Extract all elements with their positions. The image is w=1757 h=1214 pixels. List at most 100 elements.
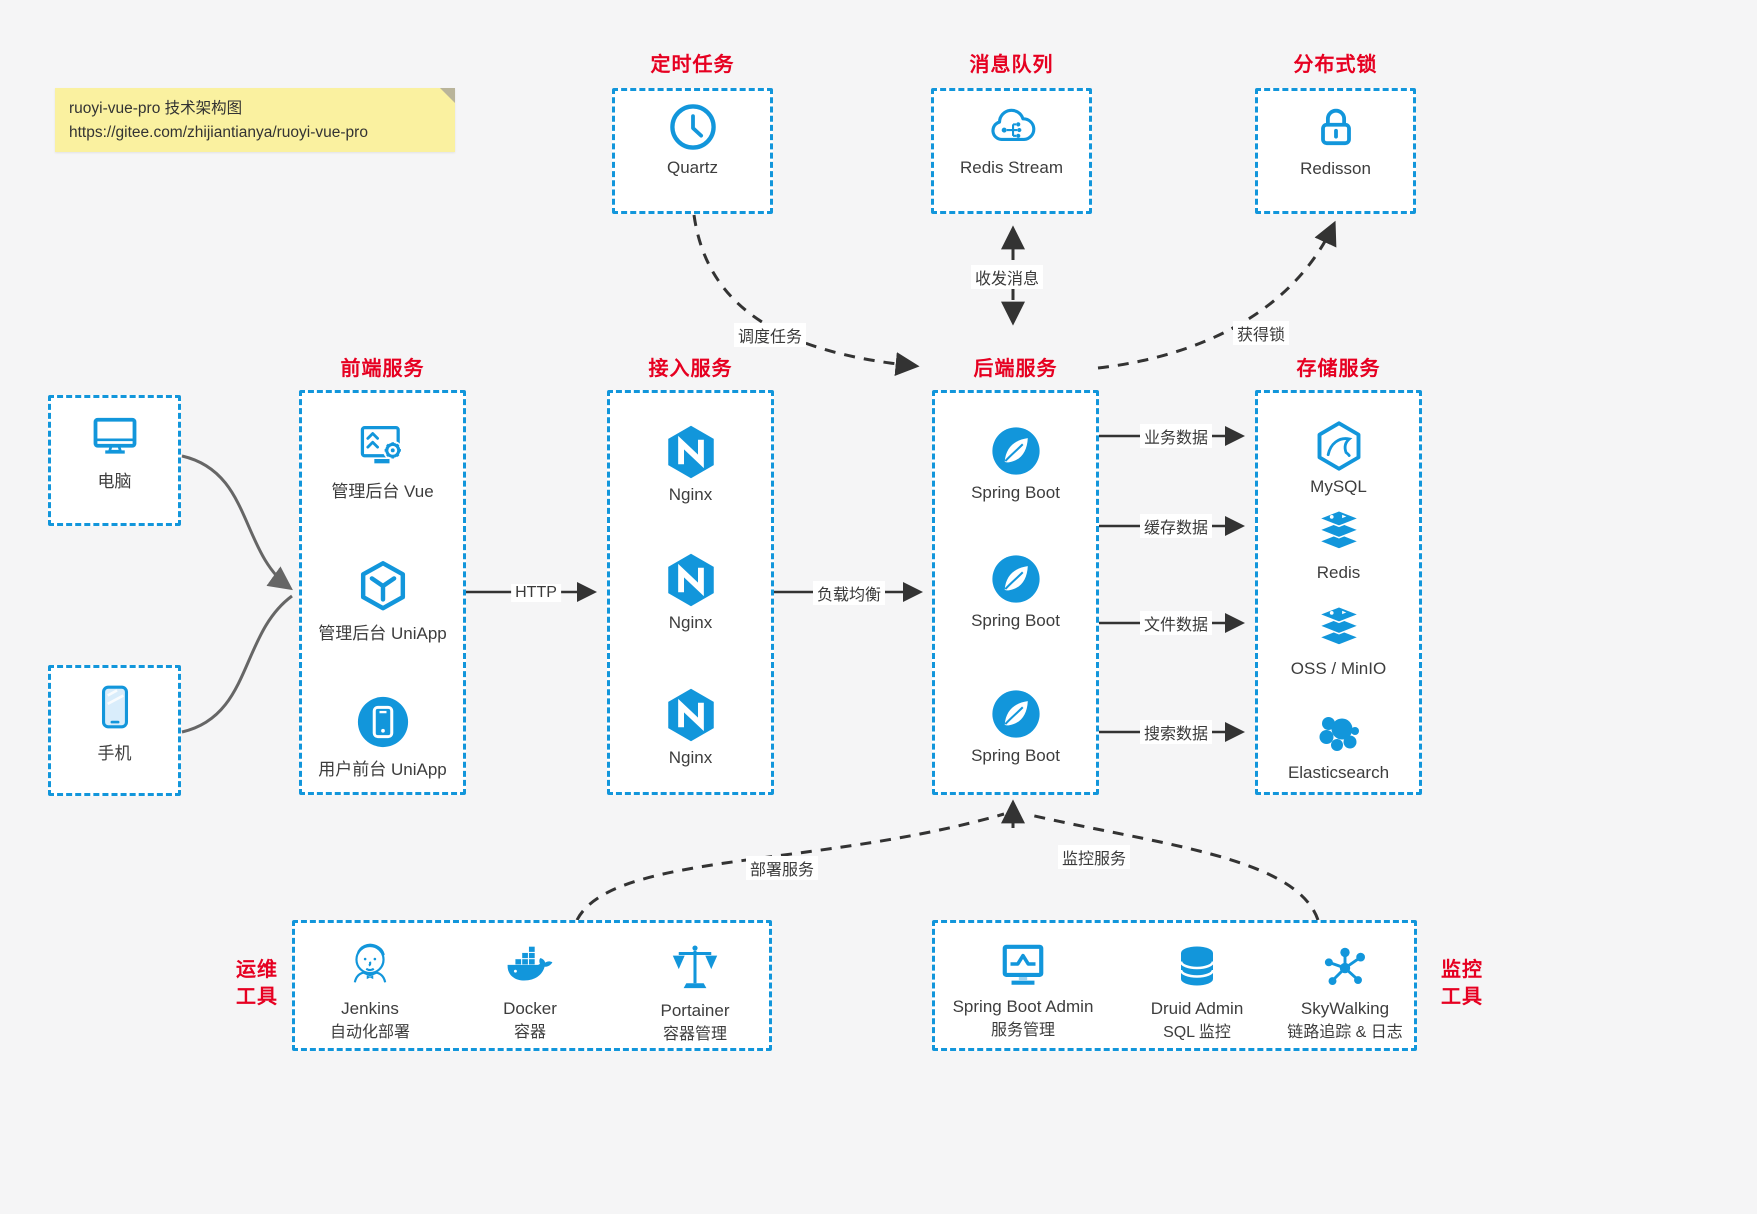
user-uniapp-node: 用户前台 UniApp xyxy=(302,694,463,780)
elasticsearch-label: Elasticsearch xyxy=(1287,763,1390,782)
portainer-name: Portainer xyxy=(660,1001,730,1020)
jenkins-icon xyxy=(295,938,445,992)
user-app-icon xyxy=(302,694,463,750)
edge-label-business-data: 业务数据 xyxy=(1139,424,1213,448)
docker-icon xyxy=(455,942,605,992)
edge-phone-to-frontend xyxy=(181,594,293,734)
redisson-node: Redisson xyxy=(1258,102,1413,179)
mysql-label: MySQL xyxy=(1310,477,1367,496)
quartz-node: Quartz xyxy=(615,101,770,178)
group-title-backend: 后端服务 xyxy=(973,358,1058,380)
redis-stack-icon xyxy=(1258,604,1419,654)
edge-label-http: HTTP xyxy=(511,584,561,602)
nginx-icon xyxy=(610,424,771,480)
druid-icon xyxy=(1122,942,1272,992)
note-title: ruoyi-vue-pro 技术架构图 xyxy=(69,100,243,117)
nginx-icon xyxy=(610,552,771,608)
group-title-distributed-lock: 分布式锁 xyxy=(1293,54,1378,76)
portainer-node: Portainer 容器管理 xyxy=(620,940,770,1046)
druid-admin-node: Druid Admin SQL 监控 xyxy=(1122,942,1272,1044)
redisson-box xyxy=(1255,88,1416,214)
elasticsearch-icon xyxy=(1258,710,1419,758)
pc-label: 电脑 xyxy=(97,472,132,491)
druid-admin-name: Druid Admin xyxy=(1150,999,1244,1018)
oss-minio-node: OSS / MinIO xyxy=(1258,604,1419,679)
group-title-message-queue: 消息队列 xyxy=(969,54,1054,76)
uniapp-cube-icon xyxy=(302,558,463,614)
spring-boot-label: Spring Boot xyxy=(971,483,1060,502)
druid-admin-desc: SQL 监控 xyxy=(1163,1023,1231,1041)
portainer-desc: 容器管理 xyxy=(662,1025,727,1043)
portainer-icon xyxy=(620,940,770,994)
edge-label-search-data: 搜索数据 xyxy=(1139,720,1213,744)
phone-box xyxy=(48,665,181,796)
monitor-tools-box xyxy=(932,920,1417,1051)
docker-desc: 容器 xyxy=(513,1023,546,1041)
nginx-icon xyxy=(610,687,771,743)
spring-icon xyxy=(935,424,1096,478)
group-title-storage: 存储服务 xyxy=(1296,358,1381,380)
oss-minio-label: OSS / MinIO xyxy=(1290,659,1387,678)
docker-node: Docker 容器 xyxy=(455,942,605,1044)
sticky-note: ruoyi-vue-pro 技术架构图 https://gitee.com/zh… xyxy=(55,88,455,152)
ops-tools-title: 运维 工具 xyxy=(236,959,278,1008)
quartz-label: Quartz xyxy=(666,158,719,177)
redis-node: Redis xyxy=(1258,508,1419,583)
nginx-node-2: Nginx xyxy=(610,552,771,633)
spring-boot-admin-name: Spring Boot Admin xyxy=(952,997,1094,1016)
spring-boot-admin-node: Spring Boot Admin 服务管理 xyxy=(933,940,1113,1042)
edge-get-lock xyxy=(1097,220,1337,370)
nginx-label: Nginx xyxy=(668,485,713,504)
edge-label-deploy: 部署服务 xyxy=(745,856,819,880)
redis-label: Redis xyxy=(1316,563,1361,582)
spring-icon xyxy=(935,552,1096,606)
admin-vue-label: 管理后台 Vue xyxy=(331,482,434,501)
docker-name: Docker xyxy=(503,999,557,1018)
lock-icon xyxy=(1258,102,1413,154)
clock-icon xyxy=(615,101,770,153)
redis-stream-node: Redis Stream xyxy=(934,103,1089,178)
elasticsearch-node: Elasticsearch xyxy=(1258,710,1419,783)
skywalking-icon xyxy=(1250,942,1440,992)
admin-uniapp-node: 管理后台 UniApp xyxy=(302,558,463,644)
admin-uniapp-label: 管理后台 UniApp xyxy=(318,624,447,643)
note-url: https://gitee.com/zhijiantianya/ruoyi-vu… xyxy=(69,124,368,142)
edge-label-file-data: 文件数据 xyxy=(1139,611,1213,635)
cloud-stream-icon xyxy=(934,103,1089,153)
skywalking-name: SkyWalking xyxy=(1300,999,1390,1018)
group-title-frontend: 前端服务 xyxy=(340,358,425,380)
group-title-gateway: 接入服务 xyxy=(648,358,733,380)
spring-boot-label: Spring Boot xyxy=(971,746,1060,765)
spring-icon xyxy=(935,687,1096,741)
redis-stack-icon xyxy=(1258,508,1419,558)
quartz-box xyxy=(612,88,773,214)
admin-vue-icon xyxy=(302,420,463,472)
phone-node: 手机 xyxy=(51,680,178,764)
jenkins-node: Jenkins 自动化部署 xyxy=(295,938,445,1044)
pc-node: 电脑 xyxy=(51,410,178,492)
mysql-icon xyxy=(1258,420,1419,472)
jenkins-name: Jenkins xyxy=(341,999,399,1018)
group-title-scheduled-task: 定时任务 xyxy=(650,54,735,76)
skywalking-desc: 链路追踪 & 日志 xyxy=(1287,1023,1403,1041)
spring-boot-node-3: Spring Boot xyxy=(935,687,1096,766)
nginx-node-1: Nginx xyxy=(610,424,771,505)
monitor-tools-title: 监控 工具 xyxy=(1441,959,1483,1008)
spring-boot-node-2: Spring Boot xyxy=(935,552,1096,631)
redis-stream-label: Redis Stream xyxy=(960,158,1063,177)
mysql-node: MySQL xyxy=(1258,420,1419,497)
jenkins-desc: 自动化部署 xyxy=(329,1023,410,1041)
smartphone-icon xyxy=(51,680,178,734)
phone-label: 手机 xyxy=(97,744,132,763)
edge-label-monitor: 监控服务 xyxy=(1057,845,1131,869)
sba-icon xyxy=(933,940,1113,990)
edge-label-message: 收发消息 xyxy=(970,265,1044,289)
spring-boot-node-1: Spring Boot xyxy=(935,424,1096,503)
redisson-label: Redisson xyxy=(1300,159,1371,178)
edge-pc-to-frontend xyxy=(181,454,293,591)
nginx-label: Nginx xyxy=(668,748,713,767)
edge-label-cache-data: 缓存数据 xyxy=(1139,514,1213,538)
user-uniapp-label: 用户前台 UniApp xyxy=(318,760,447,779)
edge-label-load-balance: 负载均衡 xyxy=(812,581,886,605)
